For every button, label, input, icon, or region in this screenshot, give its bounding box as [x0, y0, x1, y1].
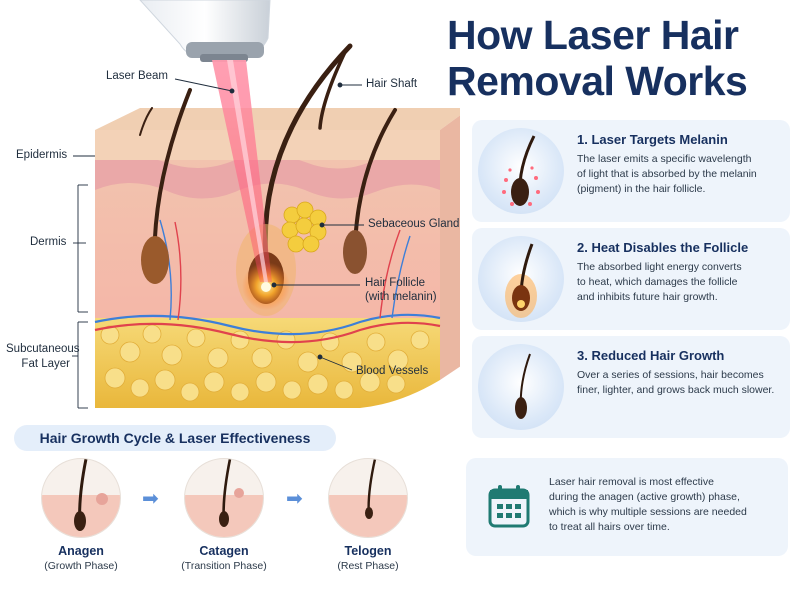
label-sebaceous-gland: Sebaceous Gland [368, 218, 460, 230]
phase-anagen-sub: (Growth Phase) [44, 560, 118, 572]
phase-catagen-name: Catagen [199, 544, 249, 558]
catagen-icon [184, 458, 264, 538]
step-card-1: 1. Laser Targets Melanin The laser emits… [472, 120, 790, 222]
arrow-right-icon: ➡ [286, 488, 303, 510]
phase-telogen-sub: (Rest Phase) [337, 560, 399, 572]
laser-beam [212, 60, 272, 282]
info-note: Laser hair removal is most effective dur… [466, 458, 788, 556]
label-epidermis: Epidermis [16, 149, 68, 161]
step-2-body: The absorbed light energy converts to he… [577, 261, 742, 303]
label-laser-beam: Laser Beam [106, 70, 169, 82]
hair-heat-icon [478, 236, 564, 322]
hair-thin-icon [478, 344, 564, 430]
step-card-3: 3. Reduced Hair Growth Over a series of … [472, 336, 790, 438]
note-text: Laser hair removal is most effective dur… [549, 476, 747, 533]
phase-anagen: Anagen (Growth Phase) [26, 458, 136, 572]
epidermis-layer [95, 108, 460, 380]
telogen-icon [328, 458, 408, 538]
right-follicle [343, 230, 367, 274]
label-hair-follicle: Hair Follicle (with melanin) [365, 277, 437, 303]
hair-laser-icon [478, 128, 564, 214]
label-blood-vessels: Blood Vessels [356, 365, 429, 377]
fat-layer [95, 318, 440, 408]
arrow-right-icon: ➡ [142, 488, 159, 510]
phase-catagen: Catagen (Transition Phase) [169, 458, 279, 572]
step-2-title: 2. Heat Disables the Follicle [577, 240, 749, 255]
phase-catagen-sub: (Transition Phase) [181, 560, 267, 572]
blood-vessels [94, 219, 441, 344]
phase-telogen: Telogen (Rest Phase) [313, 458, 423, 572]
left-follicle [141, 236, 169, 284]
anagen-icon [41, 458, 121, 538]
step-1-title: 1. Laser Targets Melanin [577, 132, 728, 147]
page-title: How Laser Hair Removal Works [447, 12, 748, 104]
label-hair-shaft: Hair Shaft [366, 78, 418, 90]
step-card-2: 2. Heat Disables the Follicle The absorb… [472, 228, 790, 330]
label-subcutaneous-fat: Subcutaneous Fat Layer [6, 343, 80, 370]
skin-cross-section-diagram [72, 0, 460, 409]
laser-device [139, 0, 271, 62]
sebaceous-gland [281, 201, 327, 253]
cycle-section-title: Hair Growth Cycle & Laser Effectiveness [14, 425, 336, 451]
phase-anagen-name: Anagen [58, 544, 104, 558]
phase-telogen-name: Telogen [344, 544, 392, 558]
calendar-icon [488, 484, 530, 533]
label-dermis: Dermis [30, 236, 67, 248]
leader-lines [72, 78, 364, 409]
step-3-title: 3. Reduced Hair Growth [577, 348, 725, 363]
step-3-body: Over a series of sessions, hair becomes … [577, 369, 775, 396]
step-1-body: The laser emits a specific wavelength of… [577, 153, 757, 195]
